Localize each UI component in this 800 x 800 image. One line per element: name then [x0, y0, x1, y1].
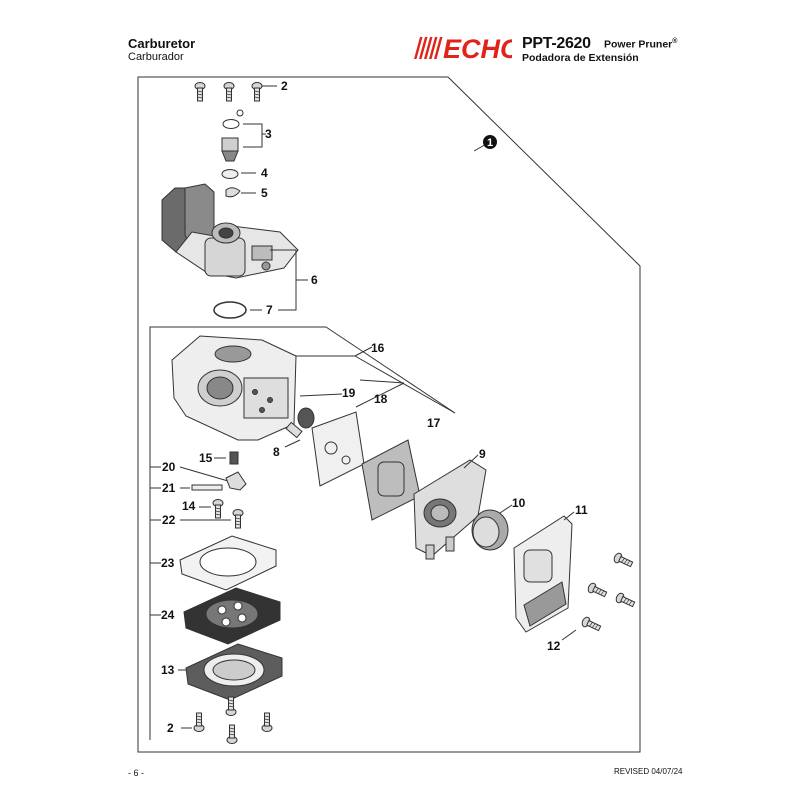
callout-17: 17 — [427, 416, 441, 430]
callout-8: 8 — [273, 445, 280, 459]
part-22-needle — [232, 509, 244, 529]
revision-date: REVISED 04/07/24 — [614, 767, 683, 776]
part-6-housing — [161, 183, 299, 279]
callout-4: 4 — [261, 166, 268, 180]
page-number: - 6 - — [128, 768, 145, 778]
part-21-pin — [191, 484, 223, 491]
part-15-spring — [229, 451, 239, 465]
callout-18: 18 — [374, 392, 388, 406]
callout-21: 21 — [162, 481, 176, 495]
part-9-pump-cover — [413, 459, 487, 560]
svg-text:1: 1 — [487, 137, 493, 149]
callout-2-top: 2 — [281, 79, 288, 93]
part-17-diaphragm — [361, 439, 421, 521]
callout-6: 6 — [311, 273, 318, 287]
part-8-needle: 8 — [273, 421, 303, 459]
callout-23: 23 — [161, 556, 175, 570]
callout-14: 14 — [182, 499, 196, 513]
part-24-diaphragm — [183, 587, 281, 645]
part-12-screws — [561, 551, 637, 641]
callout-24: 24 — [161, 608, 175, 622]
callout-12: 12 — [547, 639, 561, 653]
callout-2-bottom: 2 — [167, 721, 174, 735]
part-19-seal — [297, 407, 315, 429]
page-subtitle: Carburador — [128, 51, 184, 63]
model-name-spanish: Podadora de Extensión — [522, 52, 639, 64]
part-20-lever — [225, 471, 247, 491]
top-screws: 2 — [194, 79, 288, 102]
model-number: PPT-2620 — [522, 35, 591, 52]
callout-9: 9 — [479, 447, 486, 461]
callout-10: 10 — [512, 496, 526, 510]
registered-mark: ® — [672, 38, 678, 45]
part-3-needle: 3 — [221, 109, 272, 162]
callout-20: 20 — [162, 460, 176, 474]
callout-22: 22 — [162, 513, 176, 527]
callout-1: 1 — [473, 135, 497, 152]
part-14-screw — [212, 499, 224, 519]
callout-19: 19 — [342, 386, 356, 400]
model-name: Power Pruner® — [604, 38, 678, 51]
page-title: Carburetor — [128, 36, 196, 51]
callout-13: 13 — [161, 663, 175, 677]
part-4-washer: 4 — [221, 166, 268, 180]
callout-11: 11 — [575, 503, 588, 517]
callout-16: 16 — [371, 341, 385, 355]
bottom-screws — [193, 696, 273, 744]
part-23-gasket — [179, 535, 277, 591]
part-10-cap — [471, 509, 509, 551]
callout-7: 7 — [266, 303, 273, 317]
callout-5: 5 — [261, 186, 268, 200]
part-18-gasket — [311, 411, 365, 487]
brand-wordmark: ECHO — [443, 34, 512, 62]
echo-logo: ECHO — [414, 34, 512, 62]
part-7-oring: 7 — [213, 301, 273, 319]
part-5-clip: 5 — [225, 186, 268, 200]
part-16-carb-body — [171, 335, 297, 441]
part-13-cover — [185, 643, 283, 701]
part-11-cover — [513, 515, 573, 633]
callout-3: 3 — [265, 127, 272, 141]
callout-15: 15 — [199, 451, 213, 465]
outer-frame — [137, 76, 641, 753]
